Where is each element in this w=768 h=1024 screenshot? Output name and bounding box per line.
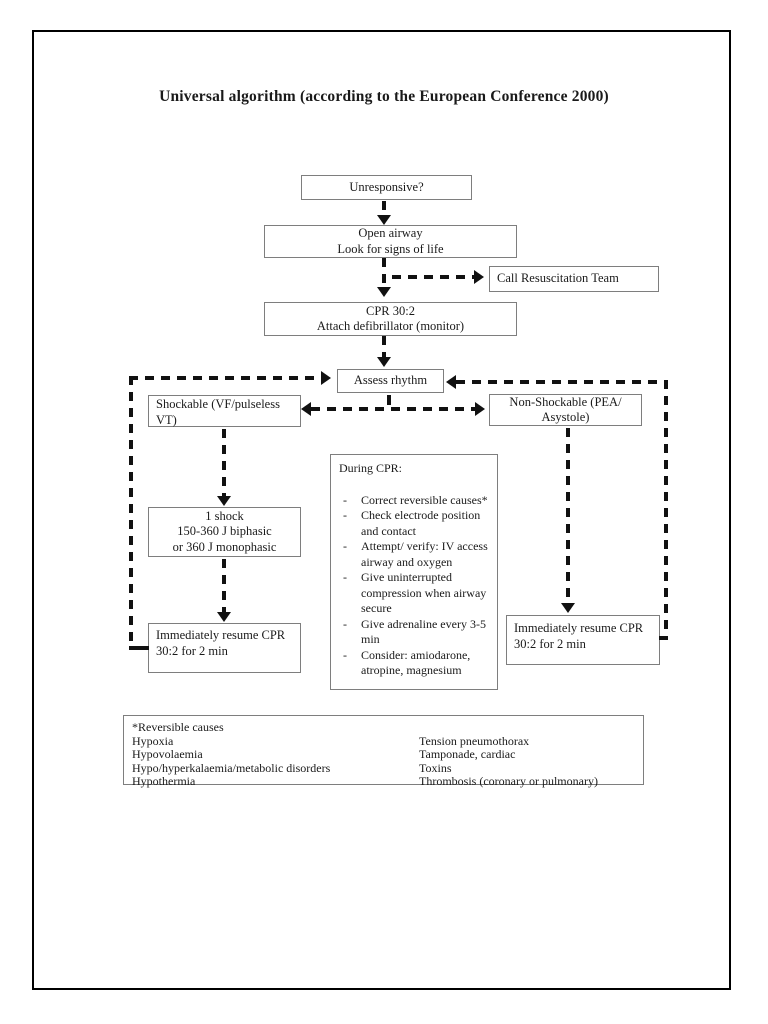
connector-cpr-to-assess bbox=[382, 336, 386, 358]
node-line: Immediately resume CPR bbox=[514, 621, 644, 635]
arrowhead-right-loop-to-assess bbox=[446, 375, 456, 389]
connector-right-loop-top bbox=[456, 380, 668, 384]
node-non-shockable: Non-Shockable (PEA/ Asystole) bbox=[489, 394, 642, 426]
reversible-item: Hypothermia bbox=[132, 774, 196, 788]
during-cpr-item: Give uninterrupted compression when airw… bbox=[339, 570, 489, 617]
node-line: Look for signs of life bbox=[337, 241, 444, 256]
reversible-item: Thrombosis (coronary or pulmonary) bbox=[419, 774, 598, 788]
diagram-title: Universal algorithm (according to the Eu… bbox=[159, 88, 609, 105]
panel-during-cpr-title: During CPR: bbox=[339, 461, 403, 475]
connector-non-shockable-to-resume-right bbox=[566, 428, 570, 603]
reversible-columns: Hypoxia Hypovolaemia Hypo/hyperkalaemia/… bbox=[132, 733, 635, 789]
panel-reversible-causes: *Reversible causes Hypoxia Hypovolaemia … bbox=[123, 715, 644, 788]
arrowhead-to-cpr bbox=[377, 287, 391, 297]
connector-shockable-to-one-shock bbox=[222, 429, 226, 496]
connector-unresponsive-to-open-airway bbox=[382, 201, 386, 216]
reversible-left-column: Hypoxia Hypovolaemia Hypo/hyperkalaemia/… bbox=[132, 733, 419, 789]
panel-during-cpr: During CPR: Correct reversible causes* C… bbox=[330, 454, 498, 690]
reversible-item: Hypoxia bbox=[132, 733, 174, 748]
node-one-shock: 1 shock 150-360 J biphasic or 360 J mono… bbox=[148, 507, 301, 557]
connector-left-loop-elbow bbox=[129, 646, 149, 650]
during-cpr-item: Consider: amiodarone, atropine, magnesiu… bbox=[339, 648, 489, 679]
node-line: or 360 J monophasic bbox=[172, 539, 277, 554]
during-cpr-list: Correct reversible causes* Check electro… bbox=[339, 493, 489, 679]
arrowhead-left-loop-to-assess bbox=[321, 371, 331, 385]
connector-left-loop-vertical bbox=[129, 376, 133, 648]
node-line: Shockable (VF/pulseless bbox=[156, 397, 280, 411]
connector-left-loop-top bbox=[129, 376, 321, 380]
node-shockable: Shockable (VF/pulseless VT) bbox=[148, 395, 301, 427]
during-cpr-item: Correct reversible causes* bbox=[339, 493, 489, 509]
node-resume-cpr-left: Immediately resume CPR 30:2 for 2 min bbox=[148, 623, 301, 673]
connector-assess-split bbox=[311, 407, 475, 411]
arrowhead-to-call-team bbox=[474, 270, 484, 284]
during-cpr-item: Attempt/ verify: IV access airway and ox… bbox=[339, 539, 489, 570]
node-line: 150-360 J biphasic bbox=[177, 524, 272, 539]
node-cpr-30-2: CPR 30:2 Attach defibrillator (monitor) bbox=[264, 302, 517, 336]
connector-to-call-team bbox=[392, 275, 474, 279]
node-line: Attach defibrillator (monitor) bbox=[316, 319, 465, 333]
reversible-title: *Reversible causes bbox=[132, 720, 224, 734]
node-line: 1 shock bbox=[205, 508, 244, 523]
during-cpr-item: Give adrenaline every 3-5 min bbox=[339, 617, 489, 648]
node-line: CPR 30:2 bbox=[366, 303, 415, 318]
node-line: Asystole) bbox=[541, 410, 590, 424]
reversible-item: Hypovolaemia bbox=[132, 747, 203, 761]
arrowhead-to-non-shockable bbox=[475, 402, 485, 416]
node-unresponsive: Unresponsive? bbox=[301, 175, 472, 200]
node-line: Unresponsive? bbox=[349, 179, 424, 194]
connector-open-airway-to-cpr bbox=[382, 258, 386, 288]
during-cpr-item: Check electrode position and contact bbox=[339, 508, 489, 539]
connector-right-loop-vertical bbox=[664, 380, 668, 638]
reversible-item: Toxins bbox=[419, 760, 452, 775]
node-line: 30:2 for 2 min bbox=[156, 643, 228, 658]
node-line: Open airway bbox=[358, 226, 423, 240]
reversible-item: Tension pneumothorax bbox=[419, 733, 530, 748]
node-call-resuscitation-team: Call Resuscitation Team bbox=[489, 266, 659, 292]
arrowhead-to-resume-left bbox=[217, 612, 231, 622]
reversible-right-column: Tension pneumothorax Tamponade, cardiac … bbox=[419, 733, 598, 789]
connector-assess-stub bbox=[387, 395, 391, 405]
arrowhead-to-assess bbox=[377, 357, 391, 367]
connector-right-loop-elbow bbox=[659, 636, 668, 640]
arrowhead-to-resume-right bbox=[561, 603, 575, 613]
node-resume-cpr-right: Immediately resume CPR 30:2 for 2 min bbox=[506, 615, 660, 665]
arrowhead-to-one-shock bbox=[217, 496, 231, 506]
node-assess-rhythm: Assess rhythm bbox=[337, 369, 444, 393]
reversible-item: Tamponade, cardiac bbox=[419, 747, 516, 761]
node-line: Call Resuscitation Team bbox=[497, 271, 619, 286]
node-line: Immediately resume CPR bbox=[156, 628, 286, 642]
reversible-item: Hypo/hyperkalaemia/metabolic disorders bbox=[132, 760, 331, 775]
arrowhead-to-shockable bbox=[301, 402, 311, 416]
node-line: 30:2 for 2 min bbox=[514, 636, 586, 651]
arrowhead-to-open-airway bbox=[377, 215, 391, 225]
node-line: VT) bbox=[156, 412, 177, 427]
node-line: Non-Shockable (PEA/ bbox=[509, 394, 622, 409]
node-line: Assess rhythm bbox=[353, 373, 428, 388]
connector-one-shock-to-resume-left bbox=[222, 559, 226, 612]
node-open-airway: Open airway Look for signs of life bbox=[264, 225, 517, 258]
